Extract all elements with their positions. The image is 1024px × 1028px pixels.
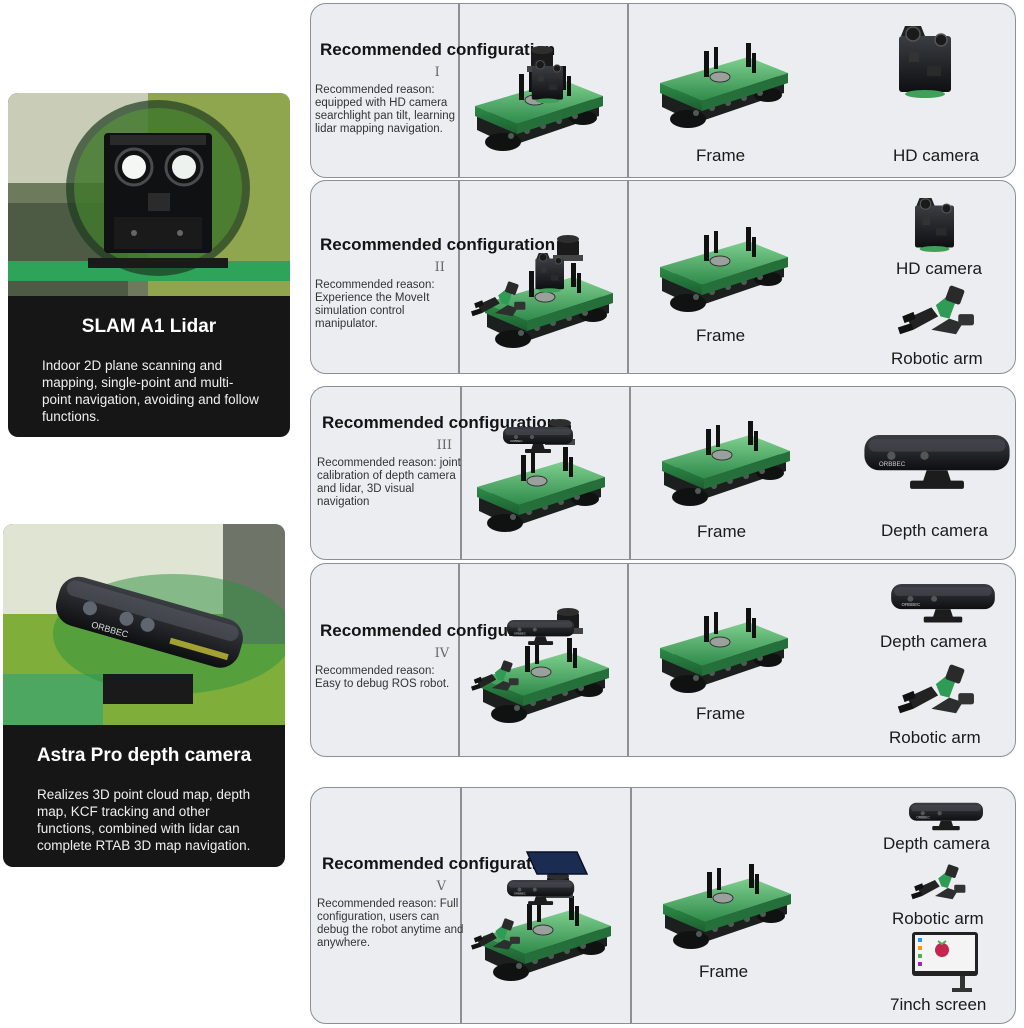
panel-divider: [630, 788, 632, 1023]
config-title: Recommended configuration: [322, 413, 558, 432]
frame-label: Frame: [699, 962, 749, 981]
config-reason: Recommended reason: equipped with HD cam…: [315, 84, 455, 135]
robot-config-4-image: [471, 608, 610, 724]
config-title: Recommended configuration: [320, 40, 556, 59]
depth-camera-closeup-photo: ORBBEC: [3, 524, 285, 725]
panel-divider: [460, 788, 462, 1023]
robotic-arm-image: [897, 285, 974, 335]
config-numeral: II: [434, 260, 445, 275]
seven-inch-screen-image: [911, 931, 979, 993]
config-numeral: I: [434, 65, 440, 80]
part-label: HD camera: [896, 259, 982, 278]
panel-divider: [458, 181, 460, 373]
depth-camera-info-card: ORBBEC Astra Pro depth camera Realizes 3…: [3, 524, 285, 867]
config-panel-2: Recommended configuration Recommended co…: [310, 180, 1016, 374]
depth-camera-image: [864, 435, 1010, 489]
lidar-card-description: Indoor 2D plane scanning and mapping, si…: [42, 358, 259, 424]
robot-config-2-image: [471, 235, 614, 349]
part-label: HD camera: [893, 146, 979, 165]
part-label: Depth camera: [883, 834, 990, 853]
hd-camera-image: [898, 25, 952, 99]
config-reason: Recommended reason: Full configuration, …: [317, 898, 464, 949]
hd-camera-on-robot-photo: [8, 93, 290, 296]
frame-label: Frame: [696, 146, 746, 165]
lidar-card-title: SLAM A1 Lidar: [81, 316, 217, 337]
frame-image: [659, 226, 789, 313]
config-reason: Recommended reason: Experience the MoveI…: [315, 279, 435, 330]
part-label: 7inch screen: [890, 995, 987, 1014]
config-title: Recommended configuration: [320, 235, 556, 254]
config-panel-4: Recommended configuration Recommended co…: [310, 563, 1016, 757]
depth-card-description: Realizes 3D point cloud map, depth map, …: [37, 787, 251, 853]
robotic-arm-image: [911, 864, 966, 900]
panel-divider: [629, 387, 631, 559]
config-reason: Recommended reason: Easy to debug ROS ro…: [315, 665, 450, 690]
config-title: Recommended configuration: [322, 854, 558, 873]
robotic-arm-image: [897, 664, 974, 714]
part-label: Robotic arm: [889, 728, 981, 747]
config-title: Recommended configuration: [320, 621, 556, 640]
robot-config-1-image: [474, 46, 604, 152]
frame-label: Frame: [697, 522, 747, 541]
frame-label: Frame: [696, 326, 746, 345]
hd-camera-image: [914, 197, 955, 253]
robot-config-3-image: [476, 419, 606, 533]
config-panel-3: Recommended configuration Recommended co…: [310, 386, 1016, 560]
config-numeral: V: [436, 879, 446, 894]
panel-divider: [627, 564, 629, 756]
lidar-info-card: SLAM A1 Lidar Indoor 2D plane scanning a…: [8, 93, 290, 437]
panel-divider: [460, 387, 462, 559]
frame-image: [659, 42, 789, 129]
panel-divider: [627, 4, 629, 177]
config-panel-1: Recommended configuration Recommended co…: [310, 3, 1016, 178]
depth-camera-image: [891, 584, 995, 623]
robot-config-5-image: [471, 851, 612, 982]
part-label: Robotic arm: [891, 349, 983, 368]
depth-card-title: Astra Pro depth camera: [36, 745, 252, 766]
frame-image: [661, 420, 791, 507]
depth-camera-image: [909, 802, 983, 831]
frame-label: Frame: [696, 704, 746, 723]
frame-image: [662, 863, 792, 950]
frame-image: [659, 607, 789, 694]
config-panel-5: Recommended configuration Recommended co…: [310, 787, 1016, 1024]
config-numeral: IV: [434, 646, 450, 661]
part-label: Depth camera: [881, 521, 988, 540]
part-label: Robotic arm: [892, 909, 984, 928]
config-numeral: III: [436, 438, 453, 453]
panel-divider: [627, 181, 629, 373]
panel-divider: [458, 564, 460, 756]
panel-divider: [458, 4, 460, 177]
config-reason: Recommended reason: joint calibration of…: [317, 457, 461, 508]
part-label: Depth camera: [880, 632, 987, 651]
